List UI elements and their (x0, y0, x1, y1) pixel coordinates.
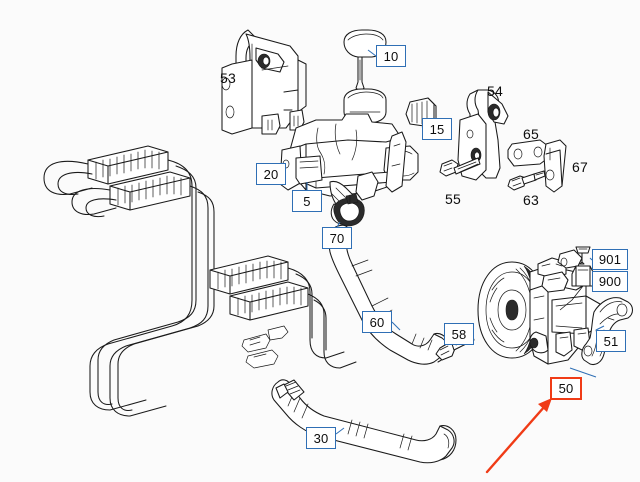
callout-label-58[interactable]: 58 (444, 323, 474, 345)
callout-label-70[interactable]: 70 (322, 227, 352, 249)
callout-label-900[interactable]: 900 (592, 271, 628, 292)
callout-label-30[interactable]: 30 (306, 427, 336, 449)
callout-label-20[interactable]: 20 (256, 163, 286, 185)
cooler-core-lower (209, 255, 309, 321)
callout-label-51[interactable]: 51 (596, 330, 626, 352)
part-30-hose (271, 379, 457, 464)
callout-label-53[interactable]: 53 (220, 70, 236, 86)
part-65-seal-plate (507, 139, 549, 167)
part-67-fitting (543, 139, 567, 193)
part-55-bolt (439, 157, 481, 177)
callout-label-63[interactable]: 63 (523, 192, 539, 208)
part-901-screw (575, 246, 591, 265)
part-50-power-steering-pump (477, 249, 601, 365)
part-900-plug (559, 265, 595, 311)
callout-label-54[interactable]: 54 (487, 83, 503, 99)
highlight-arrow (485, 398, 552, 474)
part-10-reservoir-cap (343, 29, 387, 93)
callout-label-5[interactable]: 5 (292, 190, 322, 212)
part-53-bracket (221, 29, 307, 135)
callout-label-901[interactable]: 901 (592, 249, 628, 270)
callout-label-60[interactable]: 60 (362, 311, 392, 333)
part-63-stud (507, 170, 546, 191)
callout-label-15[interactable]: 15 (422, 118, 452, 140)
callout-label-65[interactable]: 65 (523, 126, 539, 142)
cooler-core-upper (87, 145, 191, 211)
part-70-hose-clamp (333, 193, 365, 227)
callout-label-67[interactable]: 67 (572, 159, 588, 175)
oil-cooler-assembly (43, 145, 357, 417)
callout-label-10[interactable]: 10 (376, 45, 406, 67)
callout-label-50[interactable]: 50 (550, 377, 582, 400)
callout-label-55[interactable]: 55 (445, 191, 461, 207)
